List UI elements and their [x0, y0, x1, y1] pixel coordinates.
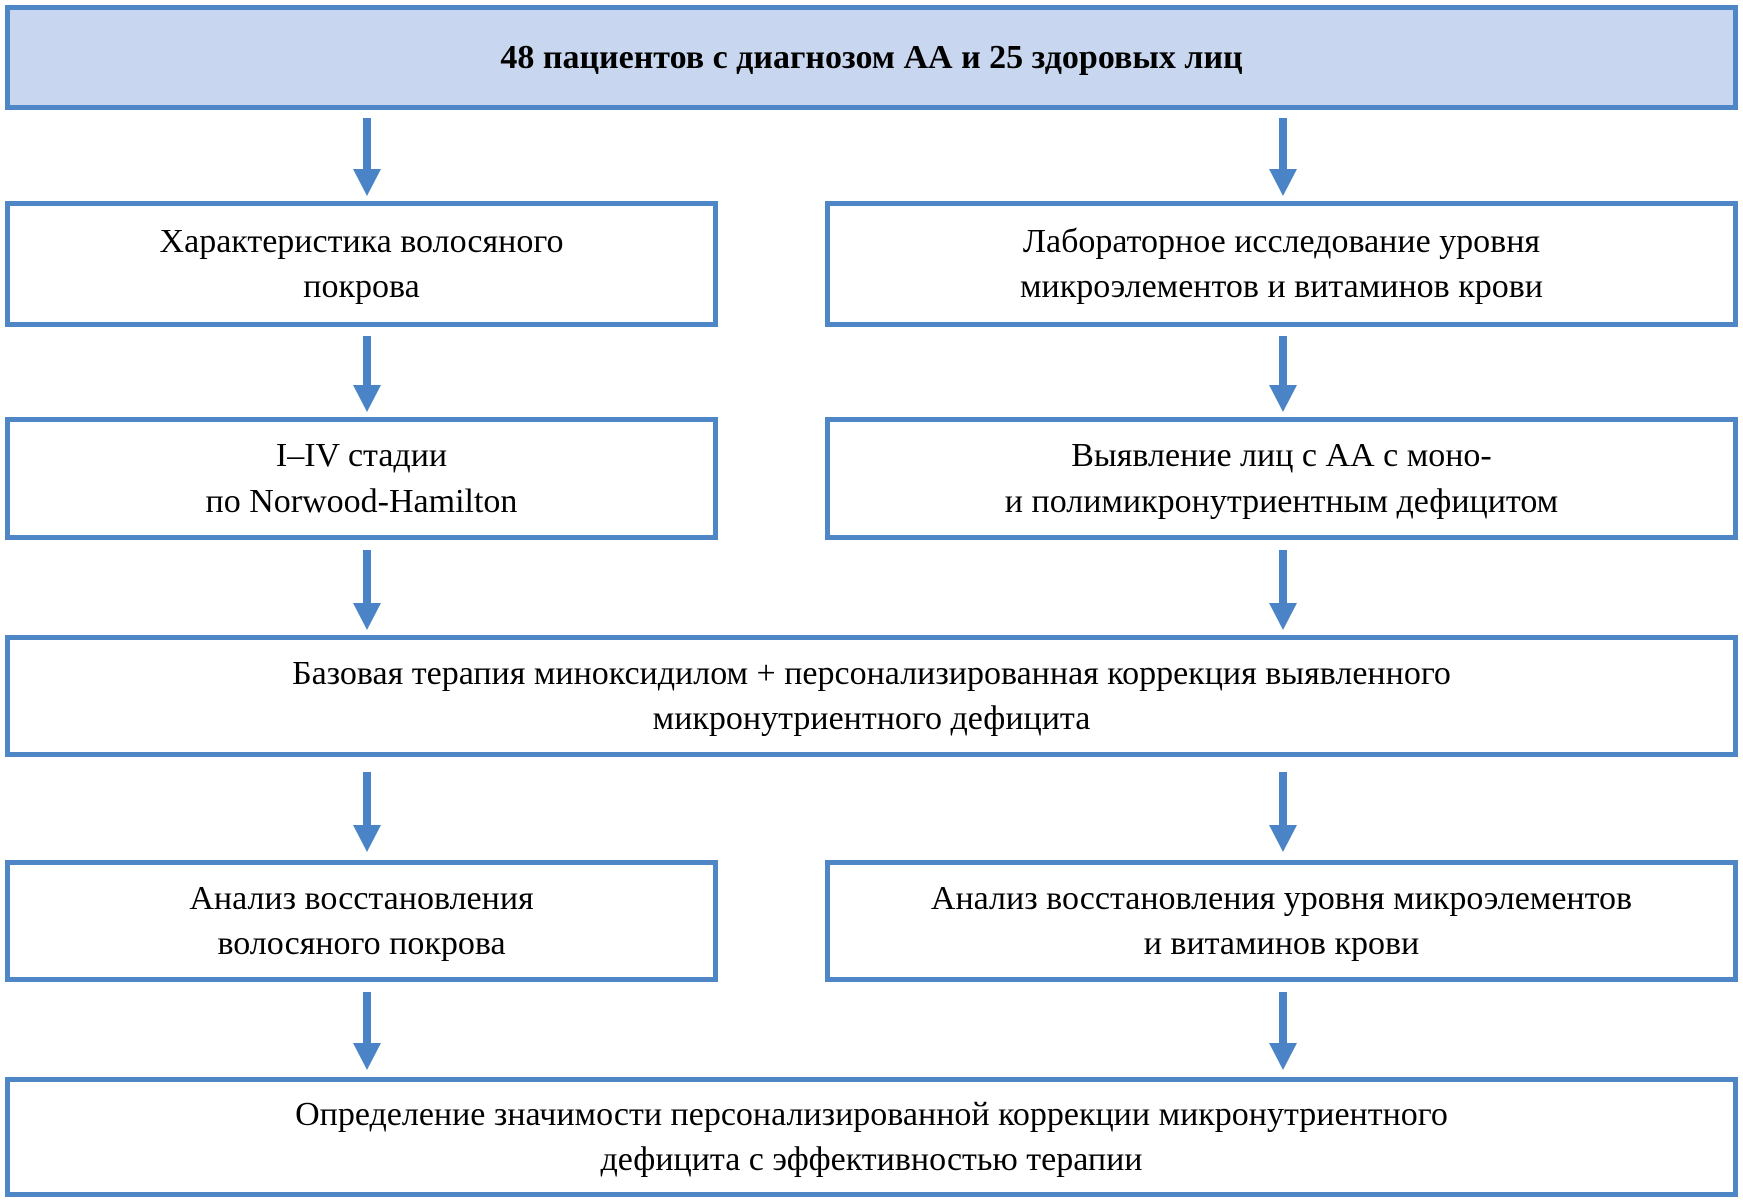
- arrow-down-icon: [1269, 118, 1297, 196]
- box-micronutrient-recovery-analysis: Анализ восстановления уровня микроэлемен…: [825, 860, 1738, 982]
- arrow-down-icon: [1269, 550, 1297, 630]
- box-hair-characteristics: Характеристика волосяного покрова: [5, 201, 718, 327]
- arrow-down-icon: [1269, 992, 1297, 1070]
- box-hair-recovery-analysis: Анализ восстановления волосяного покрова: [5, 860, 718, 982]
- box-study-cohort: 48 пациентов с диагнозом АА и 25 здоровы…: [5, 5, 1738, 110]
- arrow-down-icon: [353, 118, 381, 196]
- arrow-down-icon: [353, 336, 381, 412]
- arrow-down-icon: [353, 772, 381, 852]
- arrow-down-icon: [1269, 772, 1297, 852]
- box-lab-micronutrients: Лабораторное исследование уровня микроэл…: [825, 201, 1738, 327]
- arrow-down-icon: [353, 550, 381, 630]
- box-aa-deficit-identification: Выявление лиц с АА с моно- и полимикрону…: [825, 417, 1738, 540]
- arrow-down-icon: [353, 992, 381, 1070]
- arrow-down-icon: [1269, 336, 1297, 412]
- box-significance-conclusion: Определение значимости персонализированн…: [5, 1077, 1738, 1197]
- box-basic-therapy: Базовая терапия миноксидилом + персонали…: [5, 635, 1738, 757]
- box-norwood-stages: I–IV стадии по Norwood-Hamilton: [5, 417, 718, 540]
